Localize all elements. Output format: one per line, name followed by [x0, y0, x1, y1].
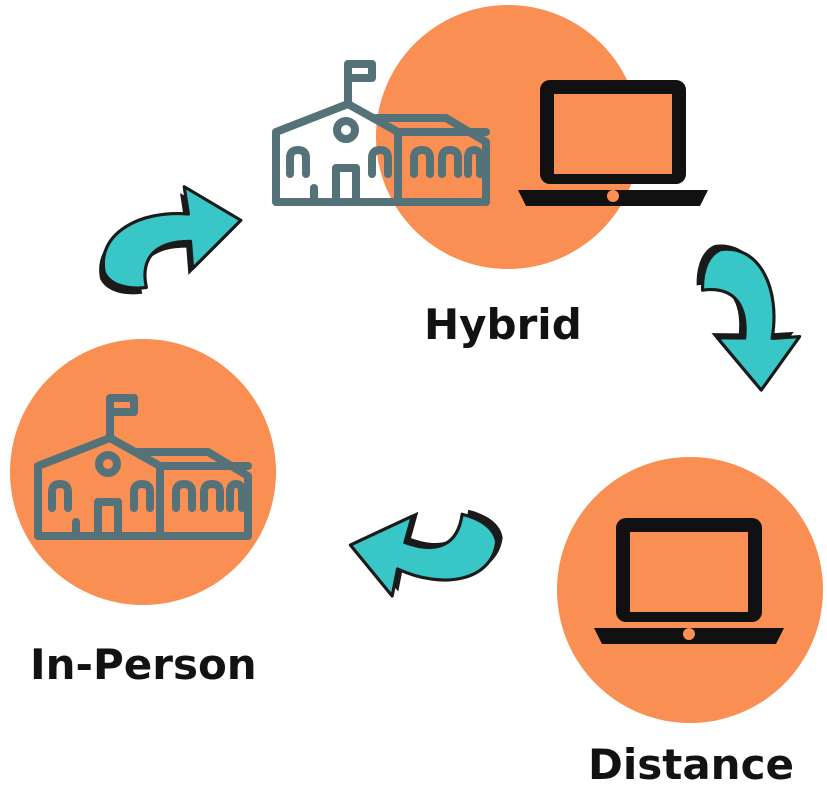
node-hybrid [276, 5, 708, 269]
node-distance [557, 457, 823, 723]
label-hybrid: Hybrid [424, 300, 582, 349]
node-in-person [10, 339, 276, 605]
label-distance: Distance [588, 740, 794, 789]
arrow-in-person-to-hybrid [97, 185, 243, 296]
arrow-hybrid-to-distance [685, 240, 809, 395]
label-in-person: In-Person [30, 640, 257, 689]
arrow-distance-to-in-person [337, 473, 511, 627]
